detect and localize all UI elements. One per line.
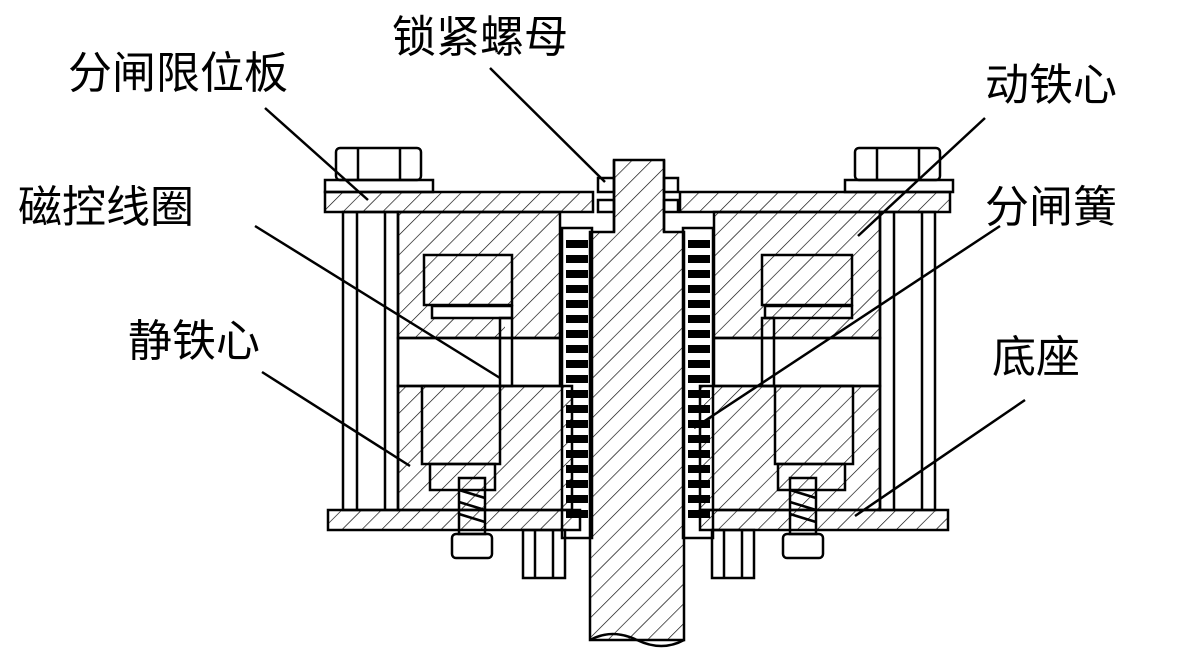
spring-coil-section <box>688 405 710 413</box>
spring-coil-section <box>566 495 588 503</box>
leader-lines <box>254 67 1026 518</box>
trip-spring <box>566 240 710 518</box>
spring-coil-section <box>688 465 710 473</box>
spring-coil-section <box>566 270 588 278</box>
spring-coil-section <box>688 345 710 353</box>
label-static-core: 静铁心 <box>128 316 260 367</box>
spring-coil-section <box>688 510 710 518</box>
spring-coil-section <box>688 495 710 503</box>
label-trip-stop-plate: 分闸限位板 <box>68 48 288 99</box>
spring-coil-section <box>566 360 588 368</box>
label-trip-spring: 分闸簧 <box>985 182 1117 233</box>
spring-coil-section <box>566 330 588 338</box>
spring-coil-section <box>566 255 588 263</box>
spring-coil-section <box>566 480 588 488</box>
spring-coil-section <box>566 420 588 428</box>
base-plate <box>326 508 950 532</box>
spring-coil-section <box>688 330 710 338</box>
lock-nut <box>596 176 680 214</box>
spring-coil-section <box>688 435 710 443</box>
spring-coil-section <box>688 390 710 398</box>
spring-coil-section <box>566 510 588 518</box>
spring-coil-section <box>566 390 588 398</box>
spring-coil-section <box>566 285 588 293</box>
spring-coil-section <box>566 315 588 323</box>
label-moving-core: 动铁心 <box>985 60 1117 111</box>
spring-coil-section <box>566 465 588 473</box>
spring-coil-section <box>566 300 588 308</box>
spring-coil-section <box>566 405 588 413</box>
label-magnet-coil: 磁控线圈 <box>18 182 194 233</box>
spring-coil-section <box>688 255 710 263</box>
spring-coil-section <box>688 285 710 293</box>
spring-coil-section <box>688 450 710 458</box>
spring-coil-section <box>688 240 710 248</box>
spring-coil-section <box>688 315 710 323</box>
spring-coil-section <box>688 360 710 368</box>
spring-coil-section <box>566 450 588 458</box>
static-core <box>396 384 882 512</box>
spring-coil-section <box>688 375 710 383</box>
label-base: 底座 <box>992 332 1080 383</box>
central-shaft <box>588 158 686 648</box>
label-lock-nut: 锁紧螺母 <box>392 12 568 63</box>
spring-coil-section <box>566 240 588 248</box>
spring-coil-section <box>566 345 588 353</box>
spring-coil-section <box>688 300 710 308</box>
spring-coil-section <box>566 435 588 443</box>
spring-coil-section <box>566 375 588 383</box>
moving-core <box>396 210 882 340</box>
labels: 分闸限位板 锁紧螺母 动铁心 磁控线圈 分闸簧 静铁心 底座 <box>18 12 1117 383</box>
spring-coil-section <box>688 270 710 278</box>
bottom-screws <box>450 476 825 580</box>
spring-coil-section <box>688 480 710 488</box>
